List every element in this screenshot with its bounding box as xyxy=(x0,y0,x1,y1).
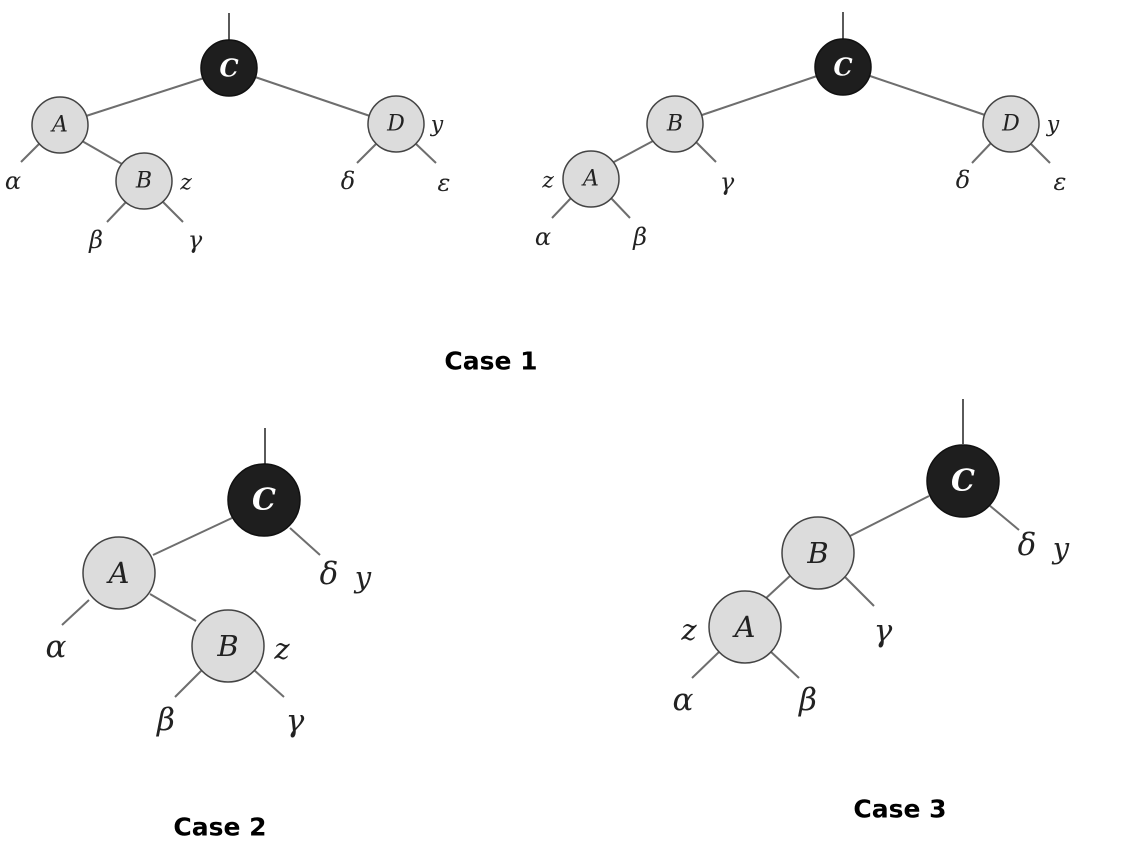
node-B xyxy=(115,152,173,210)
pointer-y-label: y xyxy=(1051,531,1070,565)
subtree-delta-label: δ xyxy=(320,556,339,592)
edge-B-beta xyxy=(174,669,203,698)
case2-tree: C A B α β γ δ y z xyxy=(46,428,372,739)
node-D-label: D xyxy=(1001,112,1020,137)
subtree-epsilon-label: ε xyxy=(438,169,451,197)
edge-A-B xyxy=(149,593,197,622)
edge-B-gamma xyxy=(843,575,875,607)
node-C xyxy=(926,444,1000,518)
node-D-label: D xyxy=(386,112,405,137)
node-B-label: B xyxy=(666,112,683,137)
edge-C-D xyxy=(254,76,371,117)
edge-C-delta xyxy=(988,504,1020,531)
edge-D-delta xyxy=(356,142,378,164)
subtree-alpha-label: α xyxy=(535,223,551,251)
node-C xyxy=(814,38,872,96)
subtree-gamma-label: γ xyxy=(874,613,893,649)
node-C-label: C xyxy=(833,53,852,82)
case1-before-tree: C A B D α β γ δ ε y z xyxy=(5,13,451,254)
subtree-delta-label: δ xyxy=(956,166,970,194)
node-C xyxy=(200,39,258,97)
pointer-z-label: z xyxy=(273,632,290,666)
node-A xyxy=(708,590,782,664)
pointer-z-label: z xyxy=(179,171,192,196)
edge-D-delta xyxy=(971,142,992,164)
node-A xyxy=(82,536,156,610)
edge-C-delta xyxy=(289,527,321,556)
edge-D-epsilon xyxy=(1029,142,1051,164)
node-C-label: C xyxy=(252,483,276,518)
node-C-label: C xyxy=(219,54,238,83)
case3-caption: Case 3 xyxy=(853,795,946,824)
node-B-label: B xyxy=(806,536,828,570)
subtree-alpha-label: α xyxy=(673,682,694,718)
edge-A-B xyxy=(81,140,123,165)
pointer-y-label: y xyxy=(430,113,444,138)
case2-caption: Case 2 xyxy=(173,813,266,842)
edge-A-beta xyxy=(610,197,631,219)
node-A-label: A xyxy=(732,610,756,644)
pointer-z-label: z xyxy=(680,613,697,647)
subtree-beta-label: β xyxy=(632,223,647,251)
node-B-label: B xyxy=(216,629,238,663)
edge-B-gamma xyxy=(162,201,184,223)
edge-A-alpha xyxy=(61,599,90,626)
subtree-beta-label: β xyxy=(798,682,817,718)
edge-C-D xyxy=(869,75,986,116)
edge-A-alpha xyxy=(691,650,721,679)
edge-C-A xyxy=(85,77,205,117)
pointer-z-label: z xyxy=(541,169,554,194)
node-B xyxy=(646,95,704,153)
subtree-gamma-label: γ xyxy=(286,703,305,739)
edge-A-alpha xyxy=(20,142,41,163)
subtree-gamma-label: γ xyxy=(188,226,203,254)
edge-A-alpha xyxy=(551,197,572,219)
edge-B-A xyxy=(611,140,654,164)
subtree-delta-label: δ xyxy=(1018,527,1037,563)
node-A-label: A xyxy=(50,113,68,138)
case1-caption: Case 1 xyxy=(444,347,537,376)
edge-B-gamma xyxy=(253,669,285,698)
edge-C-B xyxy=(701,75,818,116)
node-A-label: A xyxy=(106,556,130,590)
subtree-alpha-label: α xyxy=(5,167,21,195)
subtree-beta-label: β xyxy=(156,702,175,738)
subtree-delta-label: δ xyxy=(341,167,355,195)
pointer-y-label: y xyxy=(353,560,372,594)
node-C xyxy=(227,463,301,537)
subtree-gamma-label: γ xyxy=(720,168,735,196)
subtree-beta-label: β xyxy=(88,226,103,254)
node-B xyxy=(191,609,265,683)
edge-C-B xyxy=(849,495,930,537)
node-B xyxy=(781,516,855,590)
edge-A-beta xyxy=(769,650,800,679)
node-A-label: A xyxy=(581,167,599,192)
node-D xyxy=(367,95,425,153)
edge-B-beta xyxy=(106,201,127,223)
edge-B-A xyxy=(763,574,792,601)
node-C-label: C xyxy=(951,464,975,499)
pointer-y-label: y xyxy=(1046,113,1060,138)
node-A xyxy=(31,96,89,154)
edge-D-epsilon xyxy=(414,142,437,164)
edge-B-gamma xyxy=(695,141,717,163)
subtree-alpha-label: α xyxy=(46,629,67,665)
case3-tree: C B A α β γ δ y z xyxy=(673,399,1070,718)
node-D xyxy=(982,95,1040,153)
case1-after-tree: C B A D α β γ δ ε y z xyxy=(535,12,1067,251)
node-A xyxy=(562,150,620,208)
subtree-epsilon-label: ε xyxy=(1054,168,1067,196)
edge-C-A xyxy=(152,517,233,556)
node-B-label: B xyxy=(135,169,152,194)
